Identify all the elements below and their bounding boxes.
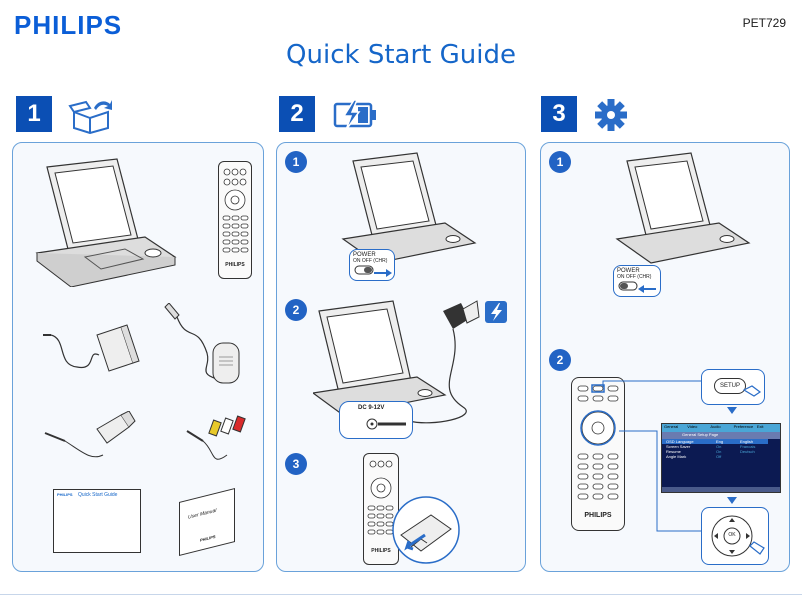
- callout-lines: [602, 380, 701, 532]
- booklet-title: Quick Start Guide: [78, 492, 118, 498]
- power-switch-callout: POWER ON OFF (CHR): [349, 249, 395, 281]
- car-charger: [44, 411, 136, 458]
- ac-adapter: [43, 324, 140, 372]
- charging-battery-icon: [333, 99, 376, 131]
- user-manual: User Manual PHILIPS: [179, 488, 235, 556]
- power-on-off-label: ON OFF (CHR): [353, 258, 388, 264]
- remote-control-battery: PHILIPS: [363, 453, 399, 565]
- substep-1-badge: 1: [285, 151, 307, 173]
- nav-pad-callout: OK: [701, 507, 769, 565]
- substep-2-badge-3: 2: [549, 349, 571, 371]
- menu-tab: Preference: [733, 424, 754, 429]
- menu-tab: Video: [687, 424, 698, 429]
- dvd-player-charging: [313, 300, 507, 424]
- power-on-off-label-3: ON OFF (CHR): [617, 274, 652, 280]
- battery-tab-callout: [392, 496, 460, 564]
- remote-brand: PHILIPS: [225, 262, 245, 268]
- substep-2-badge: 2: [285, 299, 307, 321]
- setup-button[interactable]: SETUP: [714, 378, 746, 394]
- setup-callout: SETUP: [701, 369, 765, 405]
- arrow-down-icon: [727, 407, 737, 414]
- menu-row: OSD Language Eng English: [662, 439, 780, 444]
- power-switch-callout-3: POWER ON OFF (CHR): [613, 265, 661, 297]
- brand-logo: PHILIPS: [14, 10, 123, 40]
- step-3-badge: 3: [541, 96, 577, 132]
- substep-3-badge: 3: [285, 453, 307, 475]
- menu-tab: Exit: [756, 424, 764, 429]
- power-label: POWER: [353, 252, 376, 258]
- menu-tab: Audio: [710, 424, 721, 429]
- gear-icon: [595, 99, 627, 131]
- remote-control: PHILIPS: [218, 161, 252, 279]
- ok-button[interactable]: OK: [728, 532, 736, 538]
- panel-step-1: PHILIPS PHILIPS Quick Start Guide User M…: [12, 142, 264, 572]
- substep-1-badge-3: 1: [549, 151, 571, 173]
- panel-step-3: 1 POWER ON OFF (CHR) 2: [540, 142, 790, 572]
- menu-row: Screen Saver On Francais: [666, 444, 756, 449]
- footer-divider: [0, 594, 802, 595]
- menu-row: Resume On Deutsch: [666, 449, 755, 454]
- model-number: PET729: [742, 16, 786, 30]
- remote-brand-3: PHILIPS: [584, 512, 612, 519]
- dvd-player-power-on: [615, 152, 751, 264]
- dc-input-callout: DC 9-12V: [339, 401, 413, 439]
- dvd-player-power: [341, 152, 477, 264]
- menu-tab: General: [664, 424, 679, 429]
- portable-dvd-player: [35, 158, 177, 287]
- menu-row: Angle Mark Off: [666, 454, 722, 459]
- remote-brand-2: PHILIPS: [371, 548, 391, 554]
- manual-title: User Manual: [188, 507, 217, 521]
- step-2-badge: 2: [279, 96, 315, 132]
- menu-heading: General Setup Page: [662, 432, 780, 439]
- power-label-3: POWER: [617, 268, 640, 274]
- quick-start-booklet: PHILIPS Quick Start Guide: [53, 489, 141, 553]
- arrow-down-icon: [727, 497, 737, 504]
- manual-brand: PHILIPS: [200, 533, 216, 543]
- open-box-icon: [68, 100, 112, 134]
- page-title: Quick Start Guide: [286, 40, 516, 70]
- panel-step-2: 1 POWER ON OFF (CHR) 2 DC 9-12V: [276, 142, 526, 572]
- booklet-brand: PHILIPS: [57, 492, 73, 497]
- av-cable: [186, 415, 246, 460]
- setup-menu-screen: General Video Audio Preference Exit Gene…: [661, 423, 781, 493]
- car-adapter-cable: [164, 303, 240, 384]
- step-1-badge: 1: [16, 96, 52, 132]
- dc-label: DC 9-12V: [358, 405, 385, 411]
- remote-control-setup: PHILIPS: [571, 377, 625, 531]
